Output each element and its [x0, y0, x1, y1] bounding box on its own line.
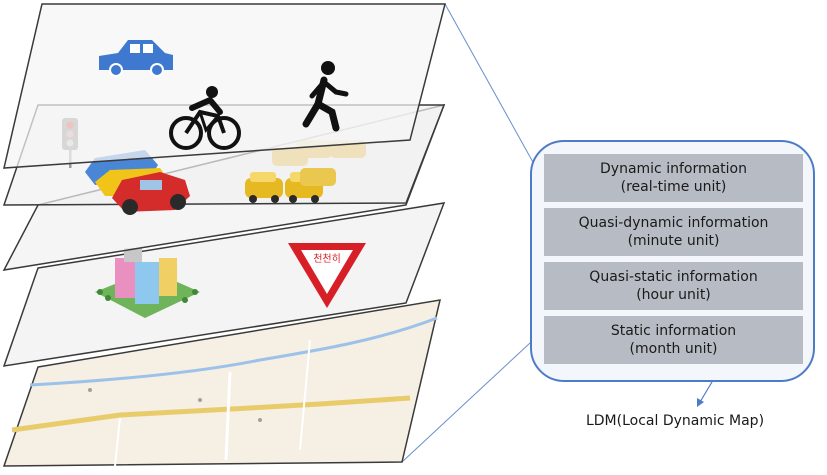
bicycle-icon [169, 86, 241, 150]
info-item-static: Static information (month unit) [544, 316, 803, 364]
info-item-title: Dynamic information [600, 161, 747, 177]
dynamic-layer [3, 3, 446, 169]
info-item-dynamic: Dynamic information (real-time unit) [544, 154, 803, 202]
pedestrian-icon [302, 61, 349, 132]
info-item-quasi-static: Quasi-static information (hour unit) [544, 262, 803, 310]
ldm-info-panel: Dynamic information (real-time unit) Qua… [530, 140, 815, 382]
info-item-unit: (month unit) [629, 341, 718, 357]
caption-arrow-head [697, 398, 704, 407]
info-item-unit: (minute unit) [627, 233, 720, 249]
yield-sign-text: 천천히 [313, 253, 341, 265]
info-item-unit: (real-time unit) [620, 179, 727, 195]
building-icon [95, 248, 200, 318]
connector-line-bottom [401, 329, 545, 463]
connector-line-top [444, 3, 545, 183]
diagram-caption: LDM(Local Dynamic Map) [585, 413, 765, 429]
info-item-title: Quasi-static information [589, 269, 758, 285]
map-layer [2, 299, 441, 467]
info-item-unit: (hour unit) [636, 287, 711, 303]
car-icon [99, 40, 173, 77]
info-item-quasi-dynamic: Quasi-dynamic information (minute unit) [544, 208, 803, 256]
caption-arrow [699, 381, 713, 403]
yield-sign-icon: 천천히 [288, 243, 366, 308]
info-item-title: Static information [610, 323, 737, 339]
info-item-title: Quasi-dynamic information [578, 215, 769, 231]
